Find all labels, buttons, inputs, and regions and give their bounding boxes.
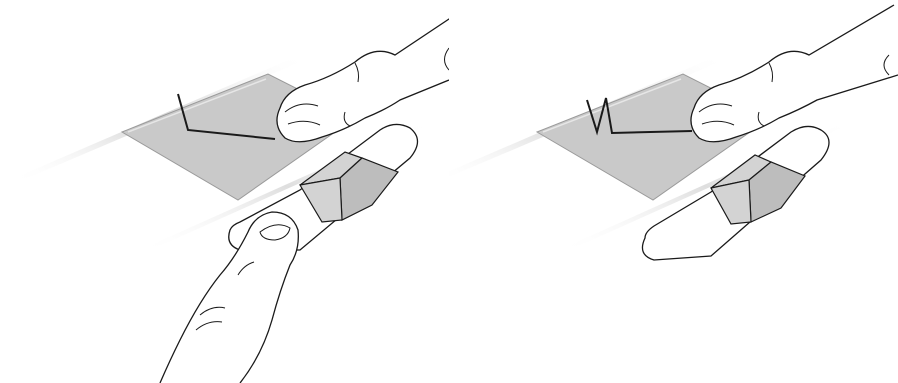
finger-icon	[691, 5, 898, 142]
finger-icon	[277, 5, 449, 142]
gesture-panel-left	[0, 0, 449, 383]
gesture-panel-right	[449, 0, 898, 383]
